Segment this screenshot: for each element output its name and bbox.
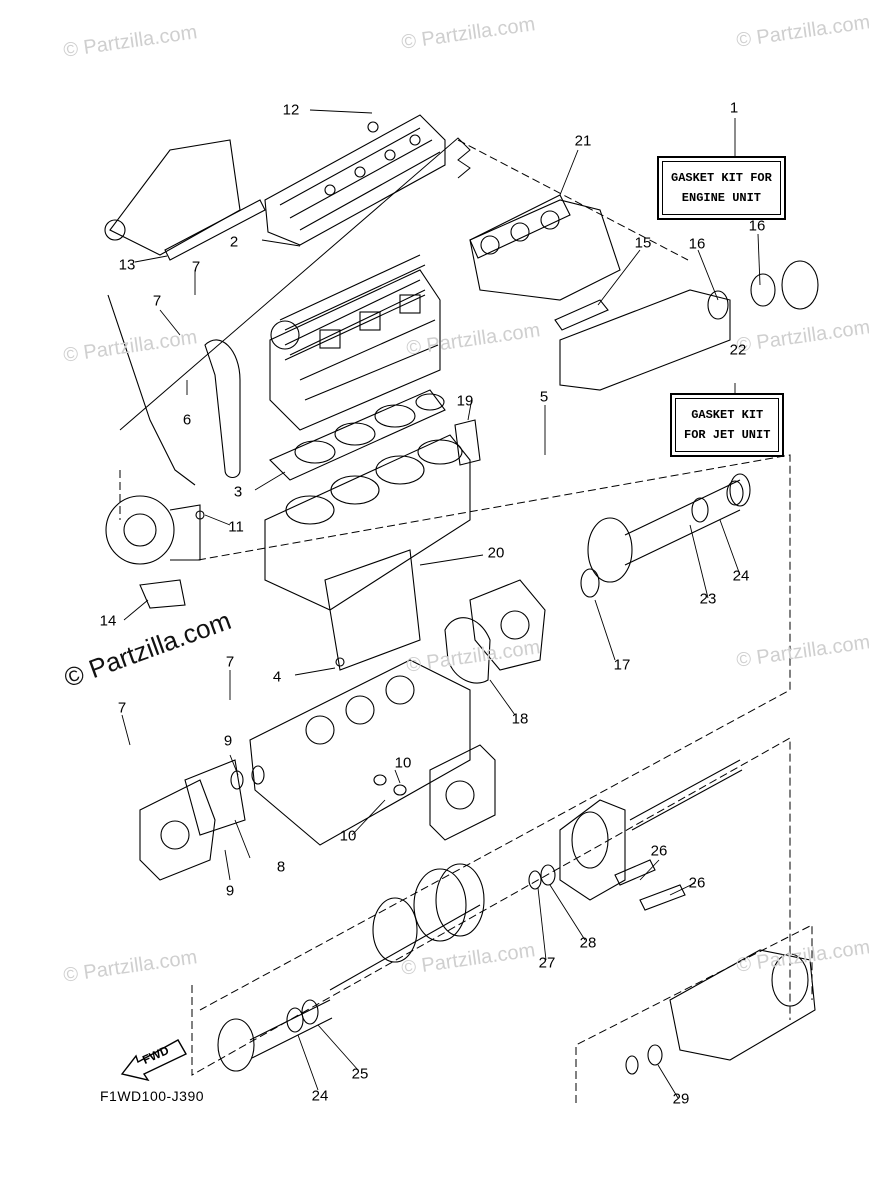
oil-pump-gasket-8 <box>184 759 246 836</box>
dash-line-engine <box>457 139 689 261</box>
exhaust-gasket-15 <box>554 299 609 331</box>
coupling-housing <box>587 473 751 583</box>
cylinder-head <box>269 269 441 431</box>
kit-jet-line1: GASKET KIT <box>691 408 764 422</box>
jet-pump-housing <box>559 799 626 901</box>
callout-9[interactable]: 9 <box>223 732 233 750</box>
leader-lines <box>121 109 761 1099</box>
seals-and-orings <box>195 121 744 1075</box>
kit-engine-line2: ENGINE UNIT <box>681 191 762 205</box>
callout-7[interactable]: 7 <box>225 653 235 671</box>
callout-7[interactable]: 7 <box>152 292 162 310</box>
oil-cooler-cover <box>429 744 496 841</box>
callout-10[interactable]: 10 <box>339 827 357 845</box>
callout-27[interactable]: 27 <box>538 954 556 972</box>
turbocharger <box>105 495 201 565</box>
cylinder-head-cover <box>264 114 446 246</box>
callout-6[interactable]: 6 <box>182 411 192 429</box>
intake-manifold <box>104 139 241 256</box>
exhaust-pipe <box>559 260 819 391</box>
callout-1[interactable]: 1 <box>729 99 739 117</box>
callout-10[interactable]: 10 <box>394 754 412 772</box>
diagram-reference-code: F1WD100-J390 <box>100 1088 205 1104</box>
turbo-gasket-14 <box>139 579 186 609</box>
callout-12[interactable]: 12 <box>282 101 300 119</box>
nozzle-assembly <box>669 949 816 1061</box>
callout-8[interactable]: 8 <box>276 858 286 876</box>
callout-29[interactable]: 29 <box>672 1090 690 1108</box>
head-gasket <box>269 389 446 481</box>
callout-20[interactable]: 20 <box>487 544 505 562</box>
crankcase-gasket-20 <box>324 549 421 671</box>
exhaust-manifold <box>469 199 621 301</box>
callout-26[interactable]: 26 <box>650 842 668 860</box>
callout-3[interactable]: 3 <box>233 483 243 501</box>
callout-22[interactable]: 22 <box>729 341 747 359</box>
intake-gasket-13 <box>164 199 266 261</box>
callout-9[interactable]: 9 <box>225 882 235 900</box>
callout-11[interactable]: 11 <box>228 518 244 536</box>
callout-2[interactable]: 2 <box>229 233 239 251</box>
forward-arrow-icon <box>120 1039 187 1082</box>
impeller <box>435 863 485 937</box>
callout-28[interactable]: 28 <box>579 934 597 952</box>
frame-lower <box>191 737 791 1076</box>
forward-arrow: FWD <box>120 1034 190 1087</box>
crankcase <box>249 659 471 846</box>
callout-5[interactable]: 5 <box>539 388 549 406</box>
bearing-housing <box>217 999 333 1072</box>
frame-bottom <box>575 924 813 1103</box>
oil-dipstick <box>107 294 196 486</box>
cover-gaskets-26 <box>614 859 686 911</box>
timing-chain <box>204 339 241 479</box>
callout-17[interactable]: 17 <box>613 656 631 674</box>
kit-jet-line2: FOR JET UNIT <box>684 428 771 442</box>
exhaust-gaskets-16 <box>707 273 776 320</box>
exhaust-manifold-gasket-21 <box>469 194 571 259</box>
gasket-kit-jet-label: GASKET KIT FOR JET UNIT <box>670 393 785 457</box>
callout-24[interactable]: 24 <box>311 1087 329 1105</box>
callout-18[interactable]: 18 <box>511 710 529 728</box>
water-pump <box>469 579 546 671</box>
callout-13[interactable]: 13 <box>118 256 136 274</box>
callout-26[interactable]: 26 <box>688 874 706 892</box>
callout-16[interactable]: 16 <box>748 217 766 235</box>
callout-23[interactable]: 23 <box>699 590 717 608</box>
camshafts <box>270 254 426 356</box>
pump-cover-gasket-18 <box>444 617 491 684</box>
callout-7[interactable]: 7 <box>191 258 201 276</box>
gasket-kit-engine-label: GASKET KIT FOR ENGINE UNIT <box>657 156 786 220</box>
callout-7[interactable]: 7 <box>117 699 127 717</box>
frame-engine-kit <box>119 137 471 431</box>
frame-jet-kit <box>197 454 791 1011</box>
callout-24[interactable]: 24 <box>732 567 750 585</box>
cover-gasket-19 <box>454 419 481 466</box>
callout-19[interactable]: 19 <box>456 392 474 410</box>
callout-14[interactable]: 14 <box>99 612 117 630</box>
callout-21[interactable]: 21 <box>574 132 592 150</box>
callout-15[interactable]: 15 <box>634 234 652 252</box>
callout-25[interactable]: 25 <box>351 1065 369 1083</box>
cylinder-block <box>264 434 471 611</box>
callout-4[interactable]: 4 <box>272 668 282 686</box>
kit-engine-line1: GASKET KIT FOR <box>671 171 772 185</box>
callout-16[interactable]: 16 <box>688 235 706 253</box>
crankshaft <box>329 868 481 991</box>
drive-shaft <box>629 759 743 831</box>
oil-pump <box>139 779 216 881</box>
